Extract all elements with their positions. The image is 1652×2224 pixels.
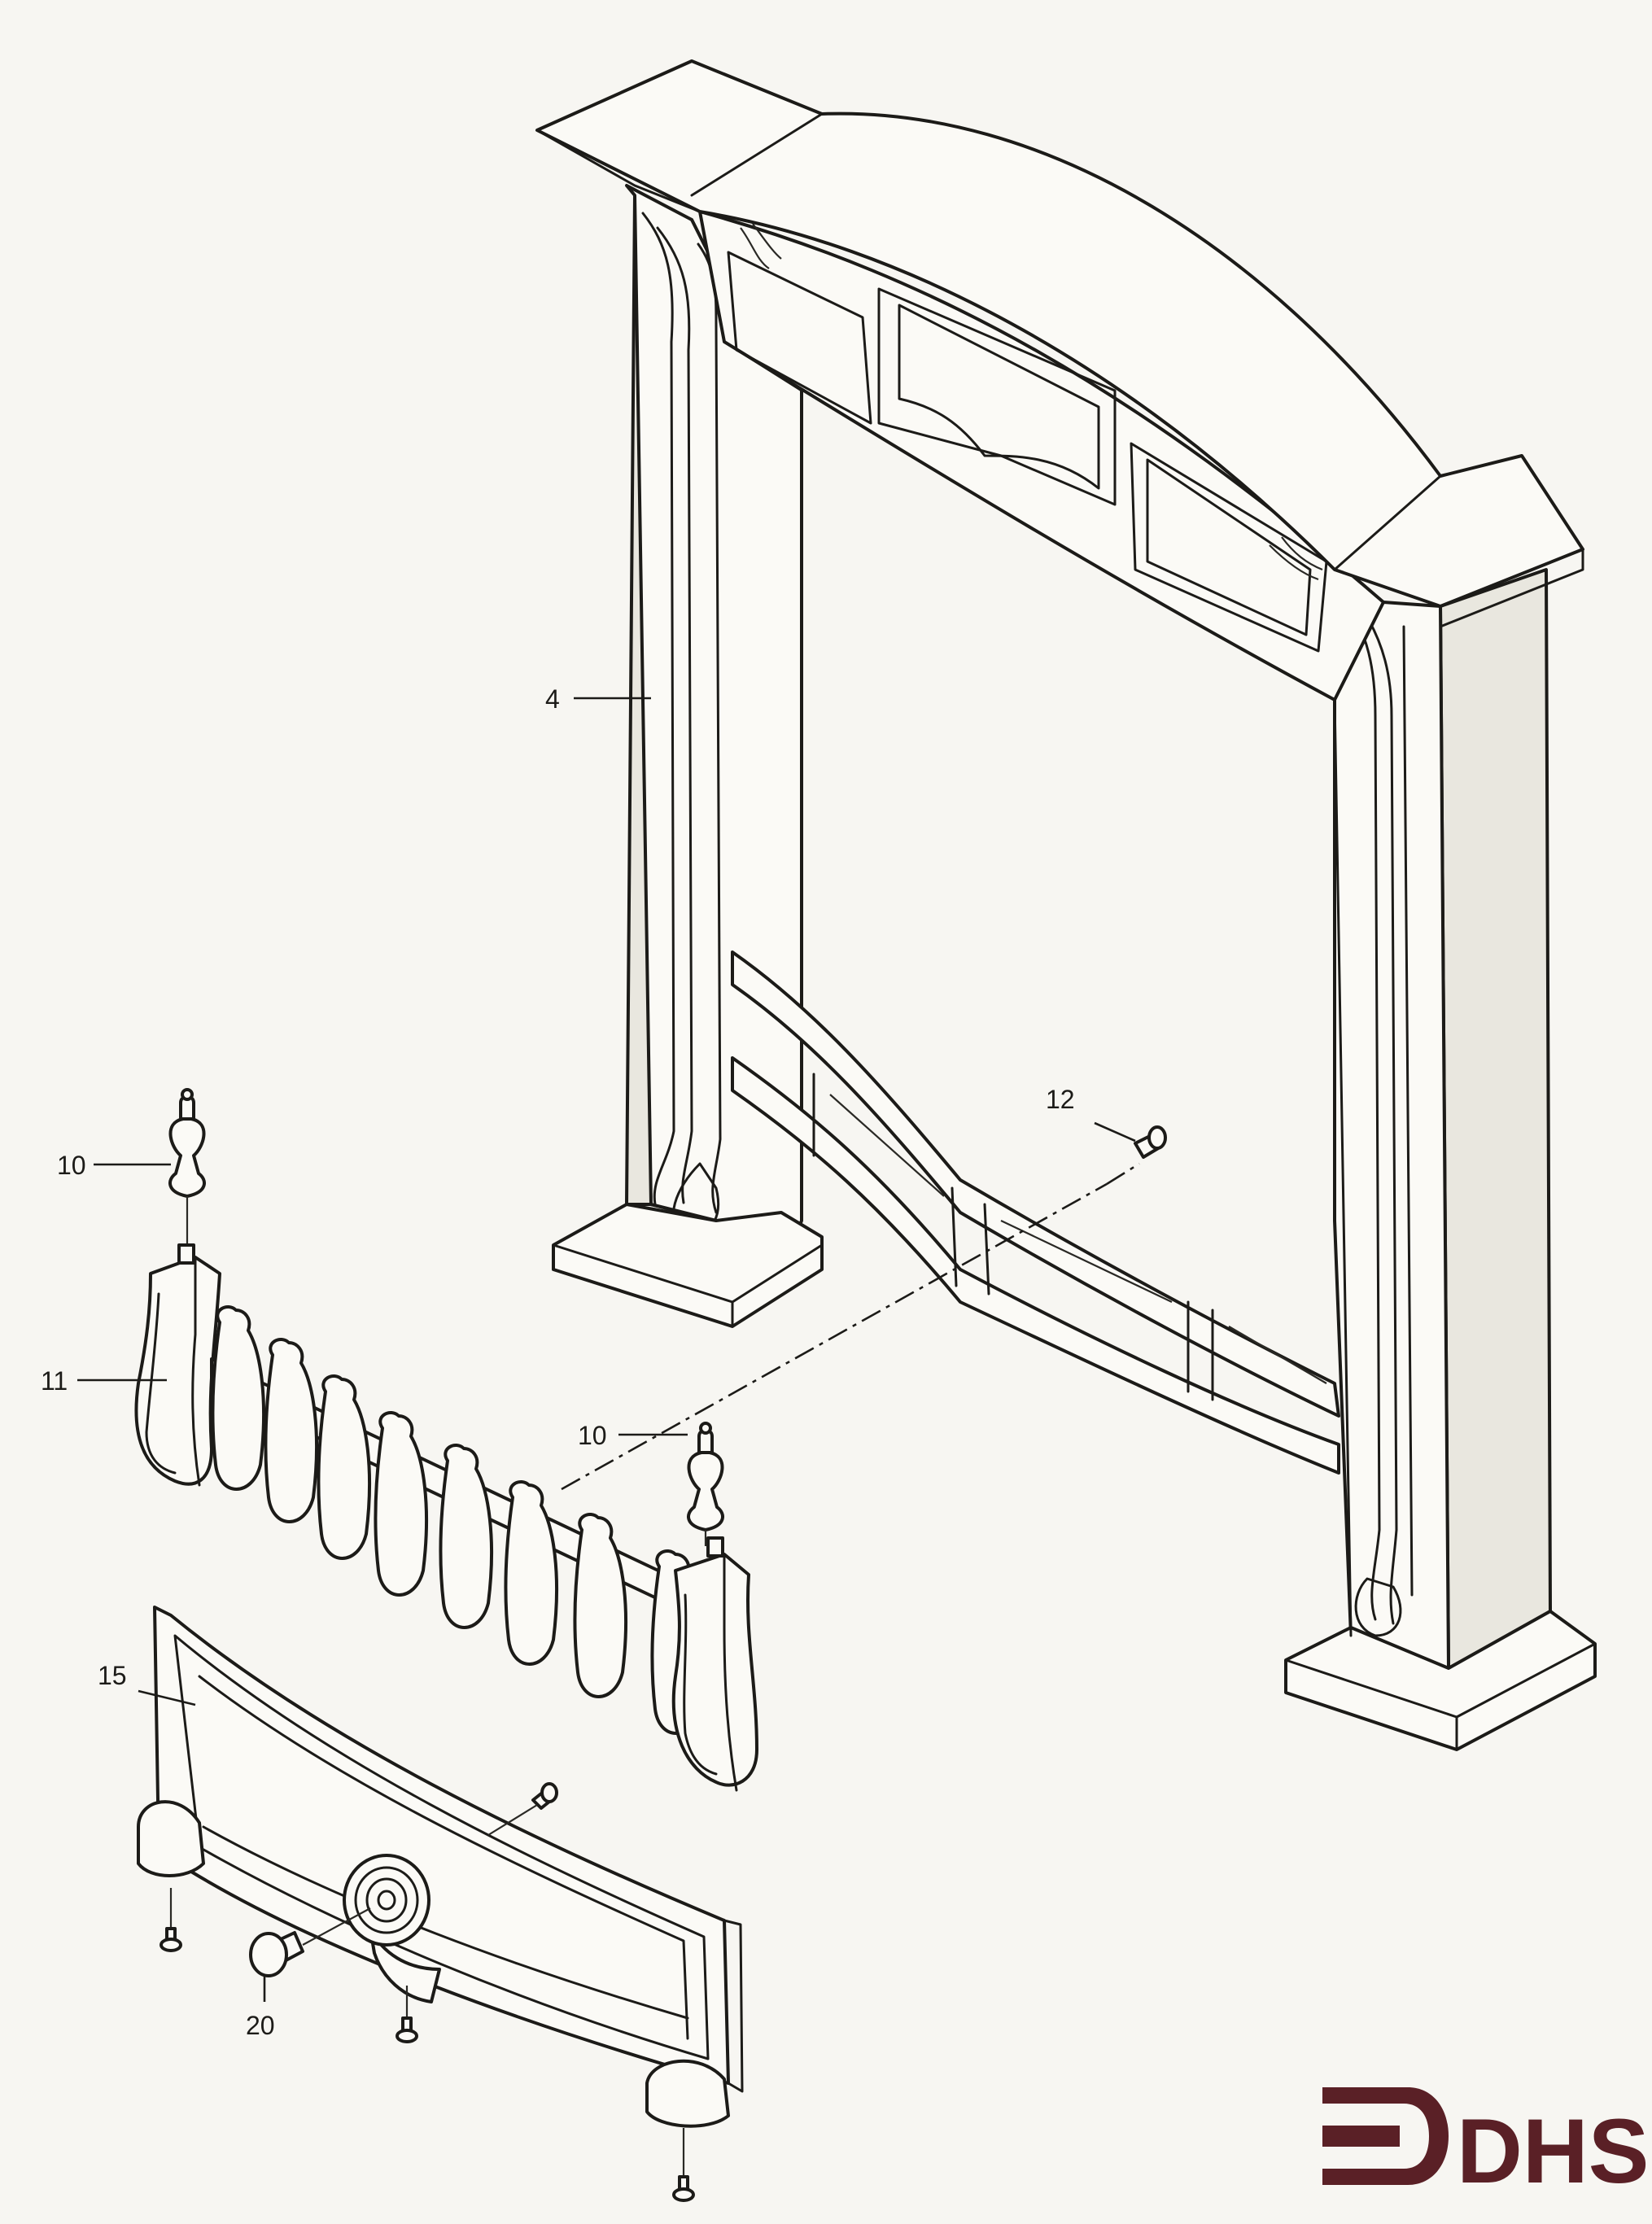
fret-balusters	[211, 1305, 706, 1735]
callout-knob: 20	[246, 2011, 275, 2040]
screw-part	[1134, 1125, 1167, 1159]
callout-labels: 4 10 11 10 12 15 20	[41, 684, 1075, 2040]
fireplace-frame	[535, 59, 1597, 1751]
callout-frame: 4	[545, 684, 560, 714]
callout-finial-right: 10	[578, 1421, 607, 1450]
ashpan-screw-centre	[396, 1986, 418, 2043]
frame-opening	[723, 340, 1353, 1637]
dhs-logo: DHS	[1322, 2087, 1649, 2202]
ashpan-screw-left	[160, 1888, 182, 1952]
fret-right-post	[671, 1553, 758, 1787]
ashpan-cover	[137, 1606, 744, 2202]
frame-left-plinth	[552, 1203, 824, 1328]
finial-left	[168, 1088, 206, 1253]
callout-fret-end: 11	[41, 1366, 68, 1396]
knob-part	[249, 1907, 371, 1977]
back-fret-rail	[731, 950, 1340, 1475]
assembly-line-screw	[1106, 1162, 1140, 1186]
ashpan-screw-right	[672, 2128, 695, 2202]
frame-frieze	[698, 210, 1385, 701]
finial-right	[687, 1422, 724, 1546]
dhs-logo-text: DHS	[1457, 2100, 1649, 2202]
ashpan-screw-top	[487, 1782, 558, 1836]
frame-right-leg-side	[1439, 568, 1552, 1670]
callout-screw: 12	[1046, 1085, 1075, 1114]
callout-leaders	[77, 697, 1136, 2002]
assembly-line-fret	[561, 1182, 1108, 1491]
callout-finial-left: 10	[57, 1151, 86, 1180]
front-fret	[134, 1243, 758, 1792]
ashpan-centre-boss	[343, 1854, 430, 1947]
dhs-logo-mark	[1322, 2087, 1449, 2185]
callout-ashpan-cover: 15	[98, 1661, 127, 1690]
